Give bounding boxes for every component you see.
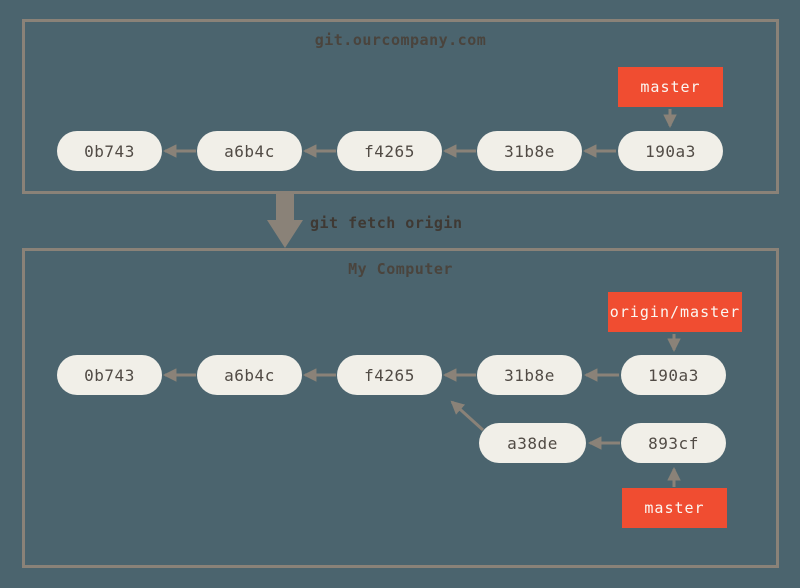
remote-commit-0b743: 0b743 (57, 131, 162, 171)
local-repo-box: My Computer (22, 248, 779, 568)
remote-commit-31b8e: 31b8e (477, 131, 582, 171)
local-commit-893cf: 893cf (621, 423, 726, 463)
local-commit-a6b4c: a6b4c (197, 355, 302, 395)
git-fetch-command-label: git fetch origin (310, 214, 463, 232)
remote-commit-f4265: f4265 (337, 131, 442, 171)
remote-commit-a6b4c: a6b4c (197, 131, 302, 171)
local-commit-0b743: 0b743 (57, 355, 162, 395)
fetch-transition-arrow (267, 194, 303, 248)
origin-master-ref-label: origin/master (608, 292, 742, 332)
remote-master-branch-label: master (618, 67, 723, 107)
local-repo-title: My Computer (348, 260, 453, 278)
local-master-branch-label: master (622, 488, 727, 528)
local-commit-f4265: f4265 (337, 355, 442, 395)
remote-repo-title: git.ourcompany.com (314, 31, 487, 49)
remote-repo-box: git.ourcompany.com (22, 19, 779, 194)
local-commit-a38de: a38de (479, 423, 586, 463)
remote-commit-190a3: 190a3 (618, 131, 723, 171)
local-commit-31b8e: 31b8e (477, 355, 582, 395)
local-commit-190a3: 190a3 (621, 355, 726, 395)
